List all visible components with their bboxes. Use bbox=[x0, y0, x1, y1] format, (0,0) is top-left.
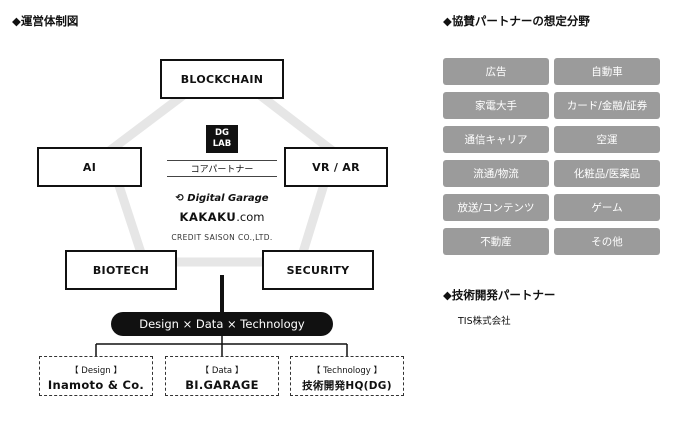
dg-lab-logo-line2: LAB bbox=[212, 139, 232, 149]
dg-lab-logo-line1: DG bbox=[214, 128, 230, 138]
left-section-title: ◆運営体制図 bbox=[12, 14, 79, 28]
field-cell: ゲーム bbox=[554, 194, 660, 221]
field-cell: 流通/物流 bbox=[443, 160, 549, 187]
field-cell: 家電大手 bbox=[443, 92, 549, 119]
node-biotech: BIOTECH bbox=[65, 250, 177, 290]
right-section-title: ◆協賛パートナーの想定分野 bbox=[443, 14, 590, 28]
node-ai: AI bbox=[37, 147, 142, 187]
node-security: SECURITY bbox=[262, 250, 374, 290]
digital-garage-icon: ⟲ bbox=[175, 193, 188, 204]
tech-partner-title: ◆技術開発パートナー bbox=[443, 288, 556, 302]
field-cell: 空運 bbox=[554, 126, 660, 153]
field-cell: その他 bbox=[554, 228, 660, 255]
bottom-box-label: 【 Technology 】 bbox=[311, 366, 383, 376]
bottom-box-label: 【 Data 】 bbox=[200, 366, 244, 376]
bottom-box-data: 【 Data 】 BI.GARAGE bbox=[165, 356, 279, 396]
field-cell: 広告 bbox=[443, 58, 549, 85]
bottom-box-name: Inamoto & Co. bbox=[47, 378, 145, 392]
dg-lab-logo: DG LAB bbox=[206, 125, 238, 153]
field-cell: 不動産 bbox=[443, 228, 549, 255]
bottom-box-name: BI.GARAGE bbox=[185, 378, 259, 392]
field-cell: 自動車 bbox=[554, 58, 660, 85]
node-blockchain: BLOCKCHAIN bbox=[160, 59, 284, 99]
field-cell: 化粧品/医薬品 bbox=[554, 160, 660, 187]
kakaku-logo: KAKAKU.com bbox=[164, 210, 280, 224]
core-partner-label: コアパートナー bbox=[167, 160, 277, 177]
bottom-box-name: 技術開発HQ(DG) bbox=[302, 380, 392, 392]
pentagon-outline bbox=[103, 61, 339, 267]
bottom-box-label: 【 Design 】 bbox=[70, 366, 122, 376]
kakaku-logo-bold: KAKAKU bbox=[179, 210, 237, 224]
field-cell: 通信キャリア bbox=[443, 126, 549, 153]
field-cell: カード/金融/証券 bbox=[554, 92, 660, 119]
digital-garage-text: Digital Garage bbox=[187, 193, 269, 204]
node-vr-ar: VR / AR bbox=[284, 147, 388, 187]
credit-saison-logo: CREDIT SAISON CO.,LTD. bbox=[171, 233, 273, 242]
bottom-box-design: 【 Design 】 Inamoto & Co. bbox=[39, 356, 153, 396]
digital-garage-logo: ⟲ Digital Garage bbox=[164, 193, 280, 204]
kakaku-logo-suffix: .com bbox=[236, 210, 265, 224]
tech-partner-name: TIS株式会社 bbox=[458, 316, 511, 327]
design-data-technology-banner: Design × Data × Technology bbox=[111, 312, 333, 336]
field-cell: 放送/コンテンツ bbox=[443, 194, 549, 221]
bottom-box-technology: 【 Technology 】 技術開発HQ(DG) bbox=[290, 356, 404, 396]
